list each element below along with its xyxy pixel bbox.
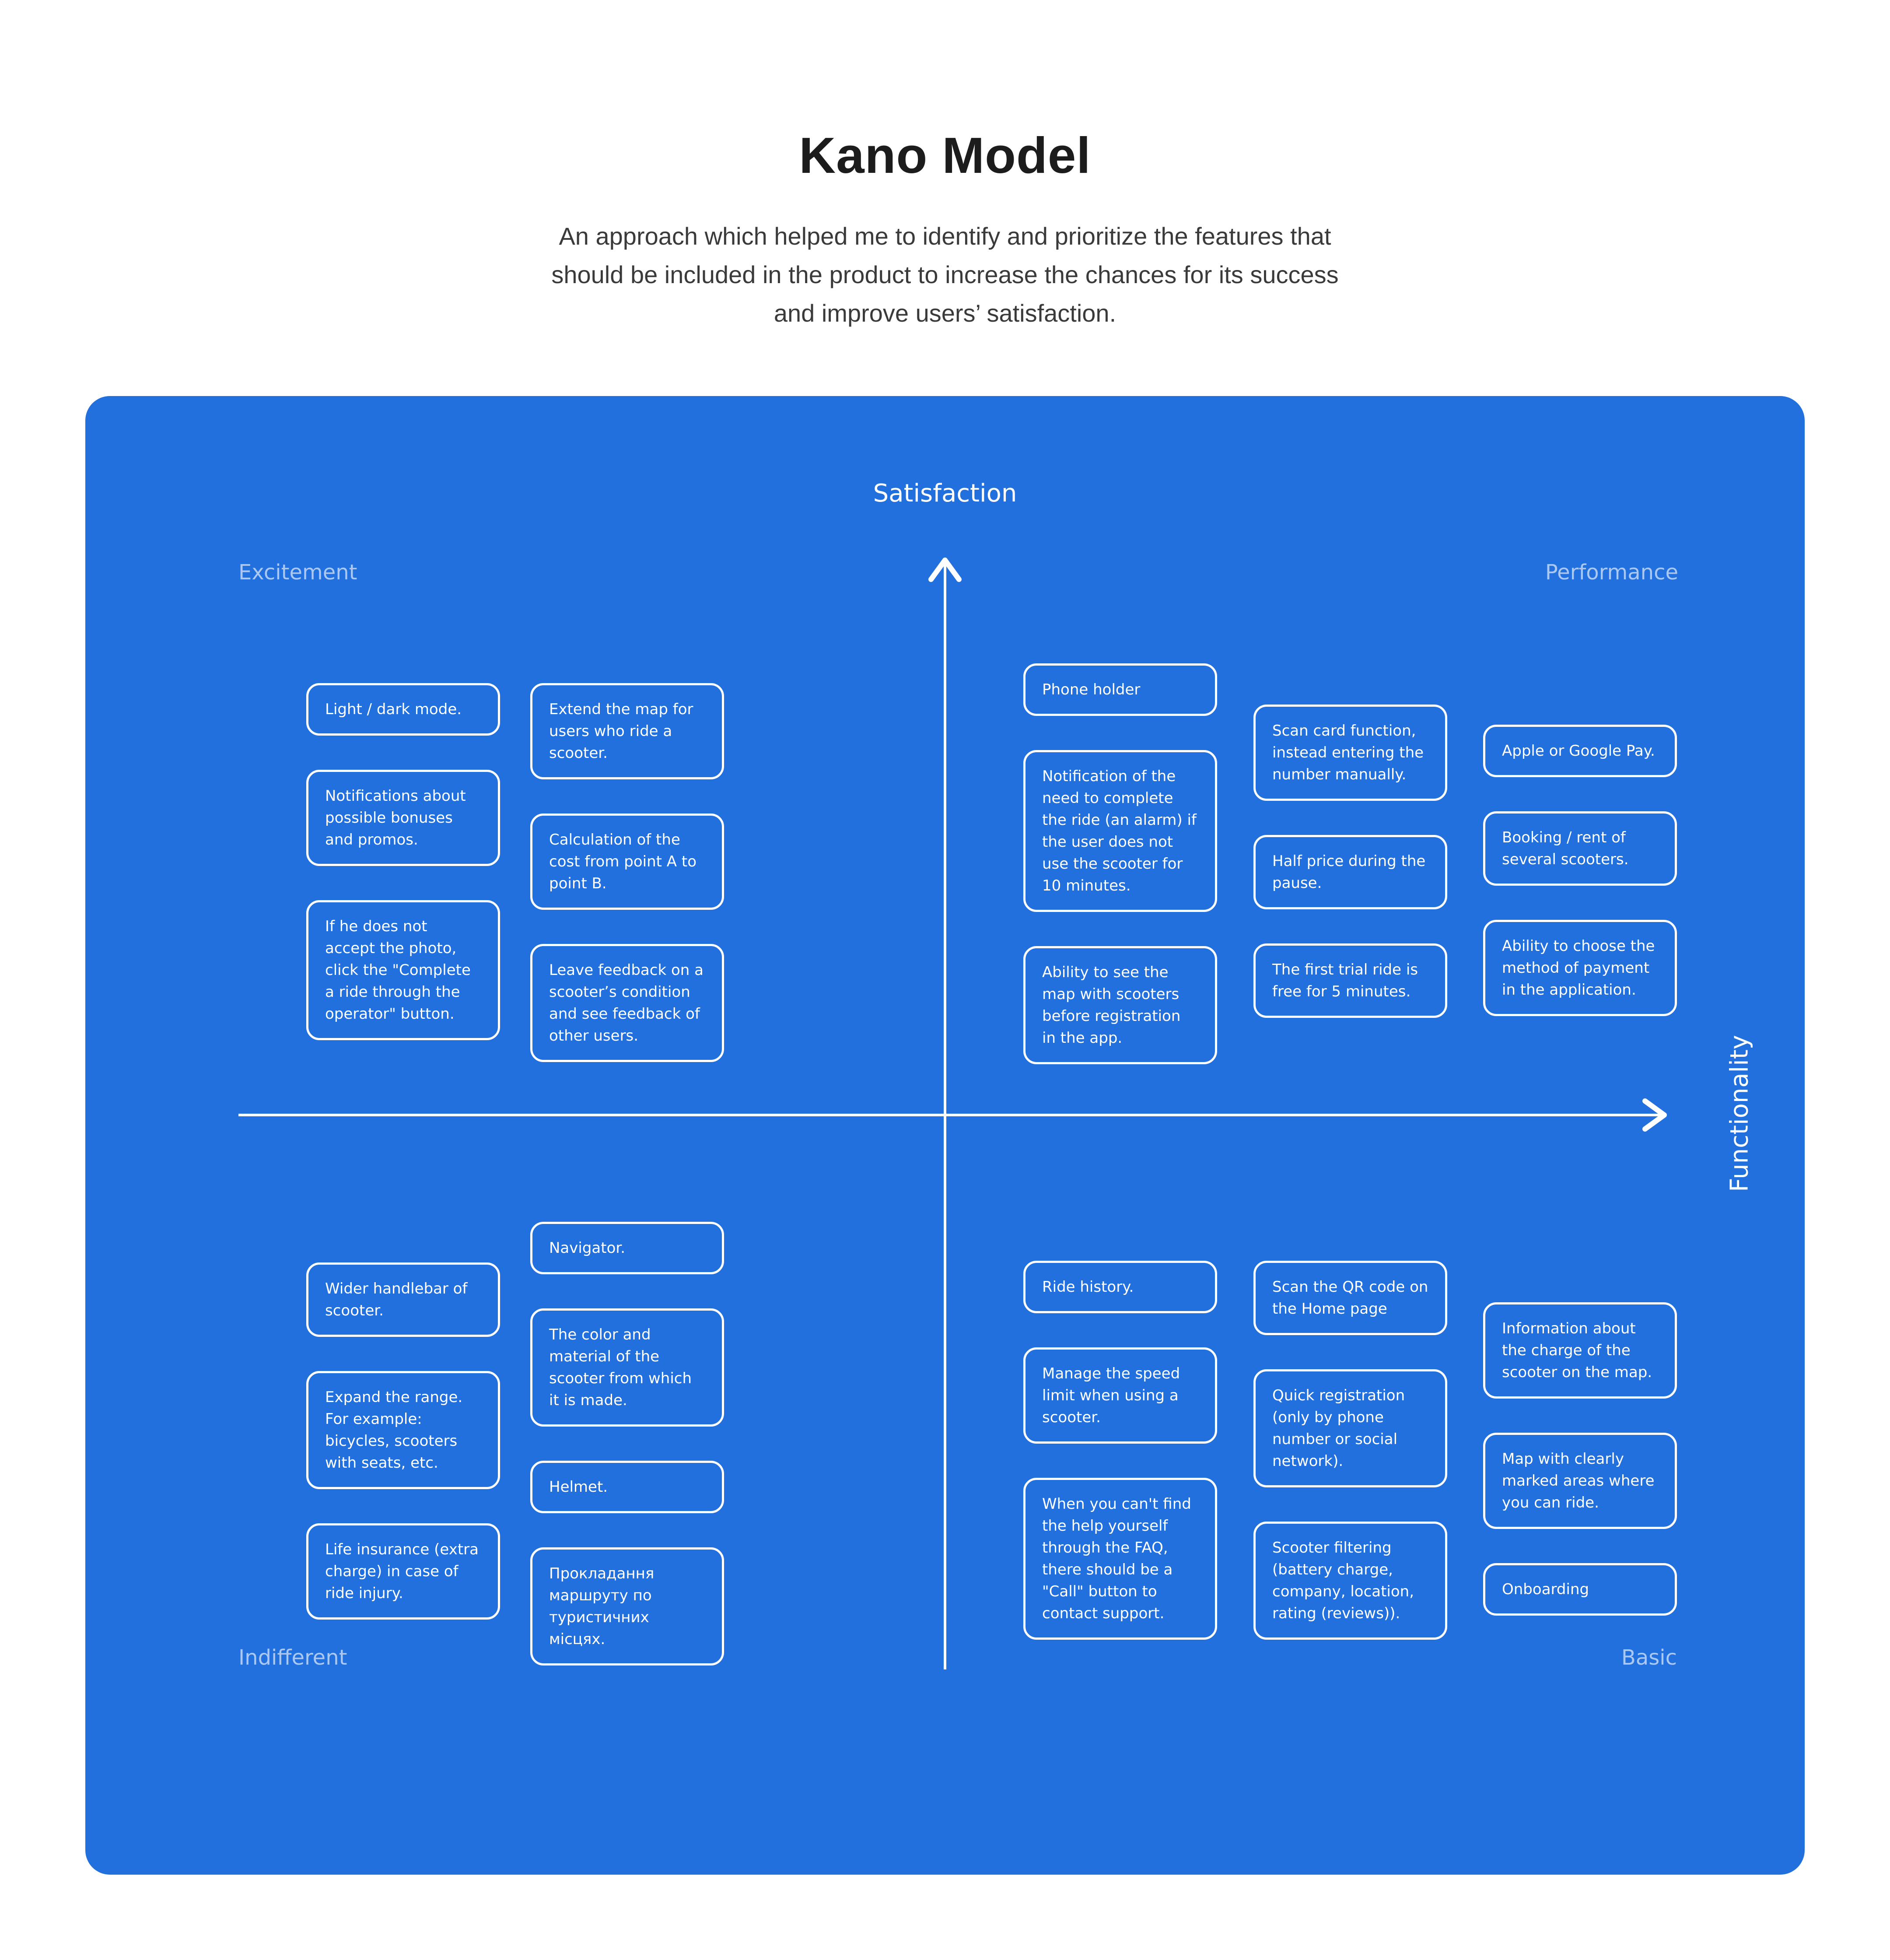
performance-card-column: Apple or Google Pay. Booking / rent of se… [1483,725,1677,1016]
performance-card-column: Scan card function, instead entering the… [1253,705,1447,1018]
quadrant-label-indifferent: Indifferent [238,1645,347,1670]
page-title: Kano Model [799,127,1091,184]
feature-card: Light / dark mode. [306,683,500,736]
feature-card: Ability to choose the method of payment … [1483,920,1677,1016]
feature-card: If he does not accept the photo, click t… [306,900,500,1040]
quadrant-label-performance: Performance [1545,560,1678,585]
feature-card: The color and material of the scooter fr… [530,1308,724,1427]
indifferent-card-column: Wider handlebar of scooter. Expand the ra… [306,1262,500,1620]
feature-card: Apple or Google Pay. [1483,725,1677,777]
x-axis-label: Functionality [1725,1035,1754,1192]
feature-card: Notifications about possible bonuses and… [306,770,500,866]
subtitle-line: and improve users’ satisfaction. [774,299,1116,327]
feature-card: Scan the QR code on the Home page [1253,1261,1447,1335]
feature-card: Expand the range. For example: bicycles,… [306,1371,500,1489]
feature-card: Scooter filtering (battery charge, compa… [1253,1522,1447,1640]
basic-card-column: Ride history. Manage the speed limit when… [1023,1261,1217,1640]
feature-card: Helmet. [530,1461,724,1513]
feature-card: Extend the map for users who ride a scoo… [530,683,724,779]
indifferent-card-column: Navigator. The color and material of the … [530,1222,724,1665]
feature-card: Ability to see the map with scooters bef… [1023,946,1217,1064]
feature-card: Quick registration (only by phone number… [1253,1369,1447,1487]
feature-card: Wider handlebar of scooter. [306,1262,500,1337]
feature-card: Information about the charge of the scoo… [1483,1302,1677,1399]
feature-card: When you can't find the help yourself th… [1023,1478,1217,1640]
y-axis-label: Satisfaction [873,479,1017,508]
feature-card: Phone holder [1023,663,1217,716]
feature-card: Navigator. [530,1222,724,1274]
feature-card: Notification of the need to complete the… [1023,750,1217,912]
quadrant-label-excitement: Excitement [238,560,357,585]
excitement-card-column: Light / dark mode. Notifications about po… [306,683,500,1040]
feature-card: Life insurance (extra charge) in case of… [306,1523,500,1620]
feature-card: Map with clearly marked areas where you … [1483,1433,1677,1529]
feature-card: Прокладання маршруту по туристичних місц… [530,1547,724,1665]
feature-card: Scan card function, instead entering the… [1253,705,1447,801]
feature-card: Leave feedback on a scooter’s condition … [530,944,724,1062]
feature-card: Calculation of the cost from point A to … [530,813,724,910]
page-subtitle: An approach which helped me to identify … [0,217,1890,333]
feature-card: Onboarding [1483,1563,1677,1616]
subtitle-line: An approach which helped me to identify … [559,222,1331,250]
feature-card: Ride history. [1023,1261,1217,1313]
subtitle-line: should be included in the product to inc… [551,261,1339,288]
excitement-card-column: Extend the map for users who ride a scoo… [530,683,724,1062]
feature-card: Manage the speed limit when using a scoo… [1023,1347,1217,1444]
basic-card-column: Information about the charge of the scoo… [1483,1302,1677,1616]
feature-card: Half price during the pause. [1253,835,1447,909]
feature-card: Booking / rent of several scooters. [1483,811,1677,886]
quadrant-label-basic: Basic [1621,1645,1677,1670]
feature-card: The first trial ride is free for 5 minut… [1253,943,1447,1018]
